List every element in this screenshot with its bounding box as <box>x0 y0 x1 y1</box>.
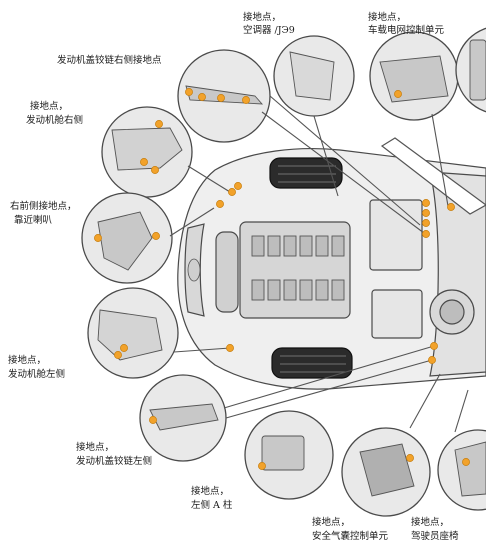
label-airbag-2: 安全气囊控制单元 <box>312 531 389 542</box>
label-seat-1: 接地点， <box>411 517 450 528</box>
front-wheel-top <box>269 157 343 189</box>
ground-point <box>422 230 430 238</box>
label-engine-cover-right: 发动机盖铰链右侧接地点 <box>57 55 162 66</box>
ground-point <box>234 182 242 190</box>
label-engine-left-1: 接地点， <box>8 355 47 366</box>
battery-area <box>369 199 423 271</box>
wiper <box>380 137 486 215</box>
label-seat-2: 驾驶员座椅 <box>411 531 459 542</box>
ground-point <box>430 342 438 350</box>
ground-point <box>428 356 436 364</box>
ground-point <box>447 203 455 211</box>
label-engine-left-2: 发动机舱左侧 <box>8 369 66 380</box>
brand-logo <box>187 258 201 282</box>
ground-point <box>216 200 224 208</box>
label-engine-cover-left-2: 发动机盖铰链左侧 <box>76 456 153 467</box>
label-engine-cover-left-1: 接地点， <box>76 442 115 453</box>
label-ac-2: 空调器 /ЈЭ9 <box>243 25 295 36</box>
ground-point <box>422 199 430 207</box>
label-network-1: 接地点， <box>368 12 407 23</box>
label-engine-right-2: 发动机舱右侧 <box>26 115 84 126</box>
ground-point <box>226 344 234 352</box>
label-airbag-1: 接地点， <box>312 517 351 528</box>
label-network-2: 车载电网控制单元 <box>368 25 445 36</box>
label-right-front-1: 右前侧接地点， <box>10 201 77 212</box>
label-ac-1: 接地点， <box>243 12 282 23</box>
label-engine-right-1: 接地点， <box>30 101 69 112</box>
ground-point <box>422 219 430 227</box>
front-wheel-bottom <box>271 347 353 379</box>
label-a-pillar-1: 接地点， <box>191 486 230 497</box>
label-a-pillar-2: 左侧 A 柱 <box>191 500 233 511</box>
ground-point <box>422 209 430 217</box>
air-filter <box>215 231 239 313</box>
label-right-front-2: 靠近喇叭 <box>14 215 53 226</box>
ground-point <box>228 188 236 196</box>
car-top-view <box>177 137 486 390</box>
